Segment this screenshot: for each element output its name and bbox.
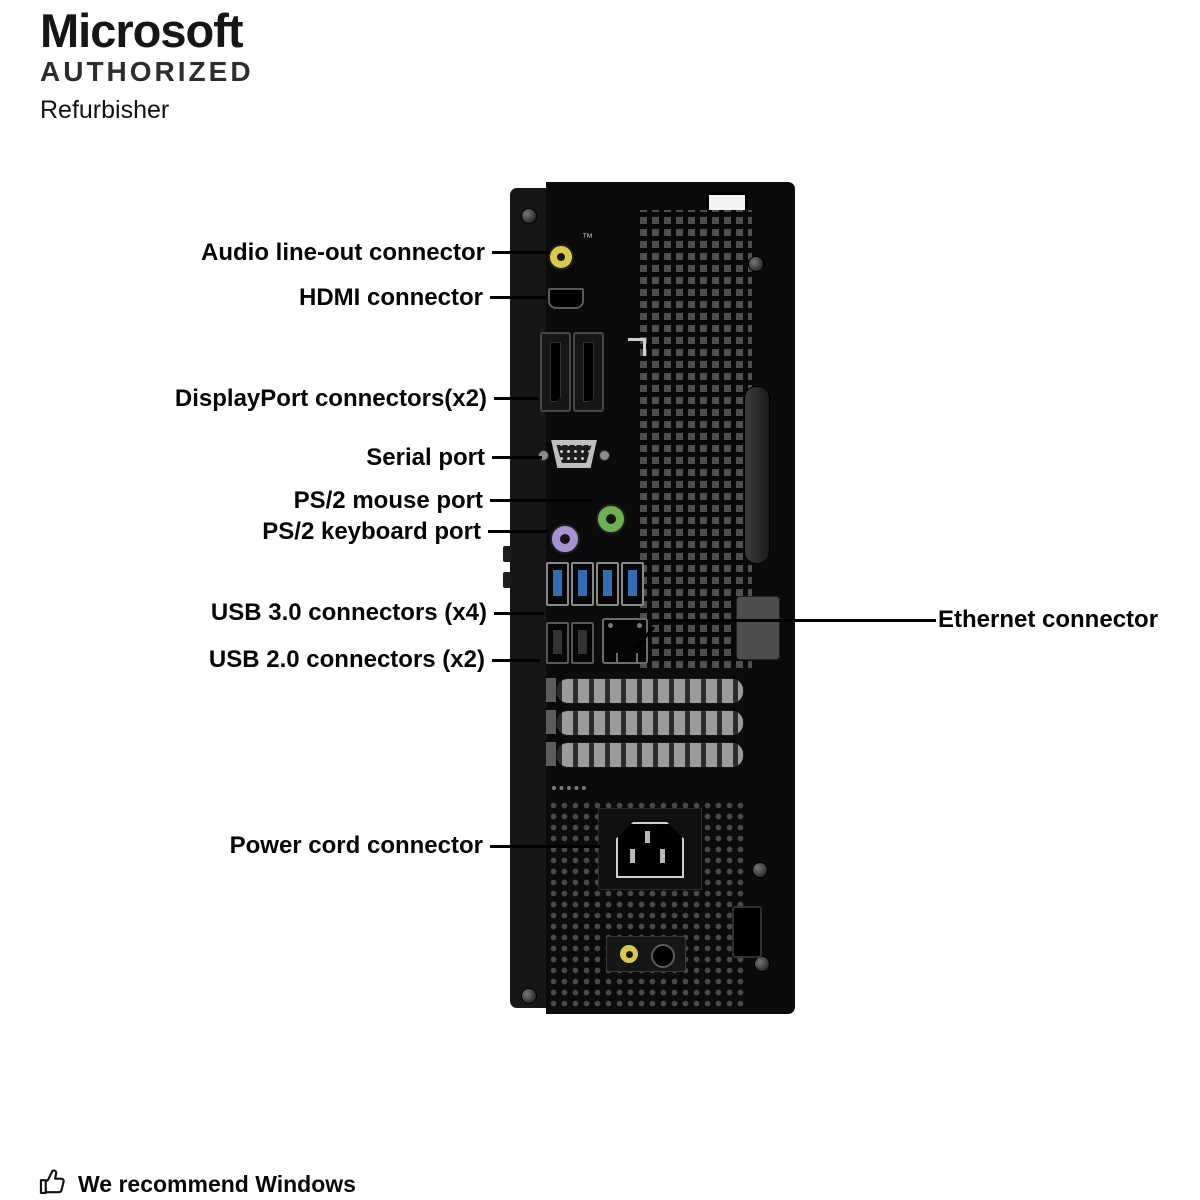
- screw-icon: [521, 988, 537, 1004]
- label-hdmi: HDMI connector: [298, 284, 483, 311]
- usb2-port-1: [546, 622, 569, 664]
- expansion-slot-cover-1: [556, 678, 744, 704]
- leader-displayport: [494, 397, 538, 400]
- leader-ps2-keyboard: [488, 530, 548, 533]
- displayport-slot: [583, 342, 594, 402]
- serial-port: [538, 438, 610, 472]
- power-pin-right: [660, 849, 665, 863]
- refurbisher-text: Refurbisher: [40, 96, 170, 124]
- psu-tab: [732, 906, 762, 958]
- label-usb2: USB 2.0 connectors (x2): [208, 646, 485, 673]
- side-clip: [503, 572, 511, 588]
- lock-knob: [651, 944, 675, 968]
- ethernet-notch: [616, 653, 638, 664]
- ps2-hole: [606, 514, 616, 524]
- psu-side-frame: [744, 798, 792, 1010]
- ps2-keyboard-port: [550, 524, 580, 554]
- vent-grid: [640, 210, 752, 668]
- displayport-2: [573, 332, 604, 412]
- label-power-cord: Power cord connector: [229, 832, 483, 859]
- release-tab: [736, 596, 780, 660]
- usb3-port-2: [571, 562, 594, 606]
- label-serial-port: Serial port: [366, 444, 485, 471]
- audio-line-out-port: [548, 244, 574, 270]
- expansion-slot-cover-2: [556, 710, 744, 736]
- usb2-port-2: [571, 622, 594, 664]
- leader-usb3: [494, 612, 544, 615]
- screw-icon: [748, 256, 764, 272]
- padlock-ring: [620, 945, 638, 963]
- label-audio-line-out: Audio line-out connector: [201, 239, 485, 266]
- label-usb3: USB 3.0 connectors (x4): [210, 599, 487, 626]
- screw-icon: [752, 862, 768, 878]
- leader-serial: [492, 456, 542, 459]
- label-displayport: DisplayPort connectors(x2): [174, 385, 487, 412]
- leader-audio: [492, 251, 550, 254]
- power-inlet-plate: [598, 808, 702, 890]
- leader-usb2: [492, 659, 540, 662]
- lock-plate: [606, 936, 686, 972]
- screw-icon: [754, 956, 770, 972]
- hdmi-port: [548, 288, 584, 309]
- ps2-hole: [560, 534, 570, 544]
- audio-jack-hole: [557, 253, 565, 261]
- side-clip: [503, 546, 511, 562]
- panel-bracket-mark: [628, 338, 646, 356]
- trademark-symbol: ™: [582, 232, 593, 244]
- displayport-slot: [550, 342, 561, 402]
- padlock-ring-hole: [625, 950, 633, 958]
- usb3-port-1: [546, 562, 569, 606]
- panel-dotted-mark: [552, 786, 586, 790]
- serial-screw-post: [538, 450, 549, 461]
- usb3-port-3: [596, 562, 619, 606]
- usb2-tongue: [553, 630, 562, 654]
- expansion-slot-cover-3: [556, 742, 744, 768]
- usb3-tongue: [628, 570, 637, 596]
- displayport-1: [540, 332, 571, 412]
- power-pin-ground: [645, 831, 650, 843]
- microsoft-refurbisher-badge: Microsoft AUTHORIZED Refurbisher: [40, 6, 254, 125]
- label-ps2-mouse: PS/2 mouse port: [293, 487, 483, 514]
- ethernet-port: [602, 618, 648, 664]
- desktop-rear-panel: ™: [503, 182, 795, 1014]
- microsoft-wordmark: Microsoft: [40, 4, 243, 57]
- label-ps2-keyboard: PS/2 keyboard port: [262, 518, 481, 545]
- slot-cover-tab: [546, 710, 556, 734]
- psu-vent-area: [546, 798, 792, 1010]
- slot-cover-tab: [546, 678, 556, 702]
- power-cord-connector: [616, 822, 684, 878]
- authorized-text: AUTHORIZED: [40, 56, 254, 87]
- chassis-latch: [744, 386, 770, 564]
- serial-screw-post: [599, 450, 610, 461]
- recommend-text: We recommend Windows: [78, 1171, 356, 1197]
- ethernet-led: [637, 623, 642, 628]
- slot-cover-tab: [546, 742, 556, 766]
- screw-icon: [521, 208, 537, 224]
- ps2-mouse-port: [596, 504, 626, 534]
- usb3-tongue: [603, 570, 612, 596]
- ethernet-led: [608, 623, 613, 628]
- leader-ethernet: [650, 619, 936, 622]
- usb3-tongue: [553, 570, 562, 596]
- usb3-tongue: [578, 570, 587, 596]
- thumbs-up-icon: [38, 1166, 70, 1200]
- leader-ps2-mouse: [490, 499, 592, 502]
- windows-recommendation: We recommend Windows: [38, 1166, 356, 1200]
- leader-power: [490, 845, 600, 848]
- label-ethernet: Ethernet connector: [938, 606, 1159, 633]
- leader-hdmi: [490, 296, 546, 299]
- serial-db9-pins: [556, 445, 592, 463]
- usb3-port-4: [621, 562, 644, 606]
- usb2-tongue: [578, 630, 587, 654]
- side-panel-edge: [510, 188, 546, 1008]
- power-pin-left: [630, 849, 635, 863]
